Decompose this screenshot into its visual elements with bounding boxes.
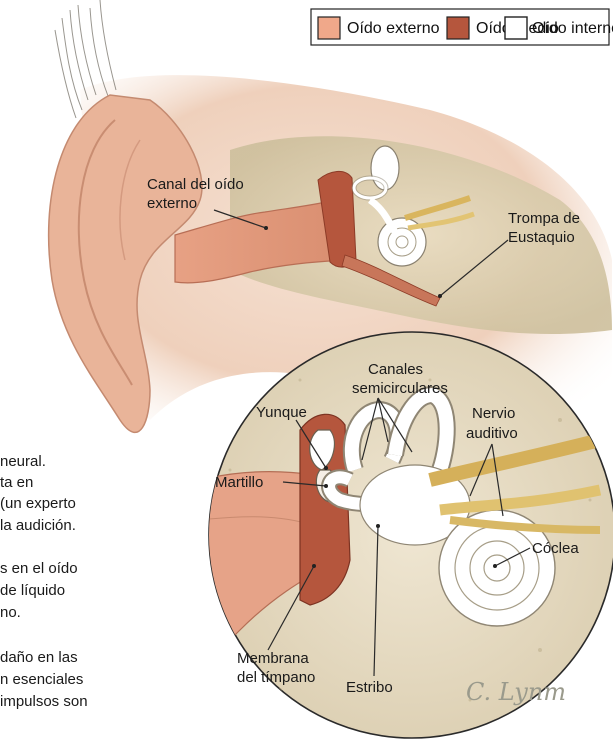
label-membrana-2: del tímpano [237, 669, 315, 686]
label-nervio-2: auditivo [466, 425, 518, 442]
leader-dot-trompa [438, 294, 442, 298]
label-canal-2: externo [147, 195, 197, 212]
leader-dot-coclea [493, 564, 497, 568]
leader-dot-membrana [312, 564, 316, 568]
body-text-line: s en el oído [0, 560, 78, 577]
legend-swatch-outer [318, 17, 340, 39]
label-coclea: Cóclea [532, 540, 579, 557]
label-membrana: Membrana [237, 650, 309, 667]
legend-swatch-middle [447, 17, 469, 39]
label-estribo: Estribo [346, 679, 393, 696]
body-text-line: de líquido [0, 582, 65, 599]
leader-dot-estribo [376, 524, 380, 528]
label-trompa: Trompa de [508, 210, 580, 227]
body-text-line: neural. [0, 453, 46, 470]
label-trompa-2: Eustaquio [508, 229, 575, 246]
legend: Oído externo Oído medio Oído interno [311, 9, 613, 45]
label-nervio: Nervio [472, 405, 515, 422]
legend-swatch-inner [505, 17, 527, 39]
legend-label-outer: Oído externo [347, 20, 440, 37]
label-canales-2: semicirculares [352, 380, 448, 397]
label-canales: Canales [368, 361, 423, 378]
body-text-line: (un experto [0, 495, 76, 512]
body-text-line: n esenciales [0, 671, 83, 688]
legend-label-inner: Oído interno [532, 20, 613, 37]
label-martillo: Martillo [215, 474, 263, 491]
label-canal: Canal del oído [147, 176, 244, 193]
body-text-line: la audición. [0, 517, 76, 534]
body-text-line: ta en [0, 474, 33, 491]
leader-dot-yunque [324, 466, 328, 470]
artist-signature: C. Lynm [466, 678, 566, 706]
body-text-fragment: neural. ta en (un experto la audición. s… [0, 453, 88, 710]
body-text-line: daño en las [0, 649, 78, 666]
label-yunque: Yunque [256, 404, 307, 421]
body-text-line: impulsos son [0, 693, 88, 710]
leader-dot-martillo [324, 484, 328, 488]
leader-dot-canal [264, 226, 268, 230]
body-text-line: no. [0, 604, 21, 621]
